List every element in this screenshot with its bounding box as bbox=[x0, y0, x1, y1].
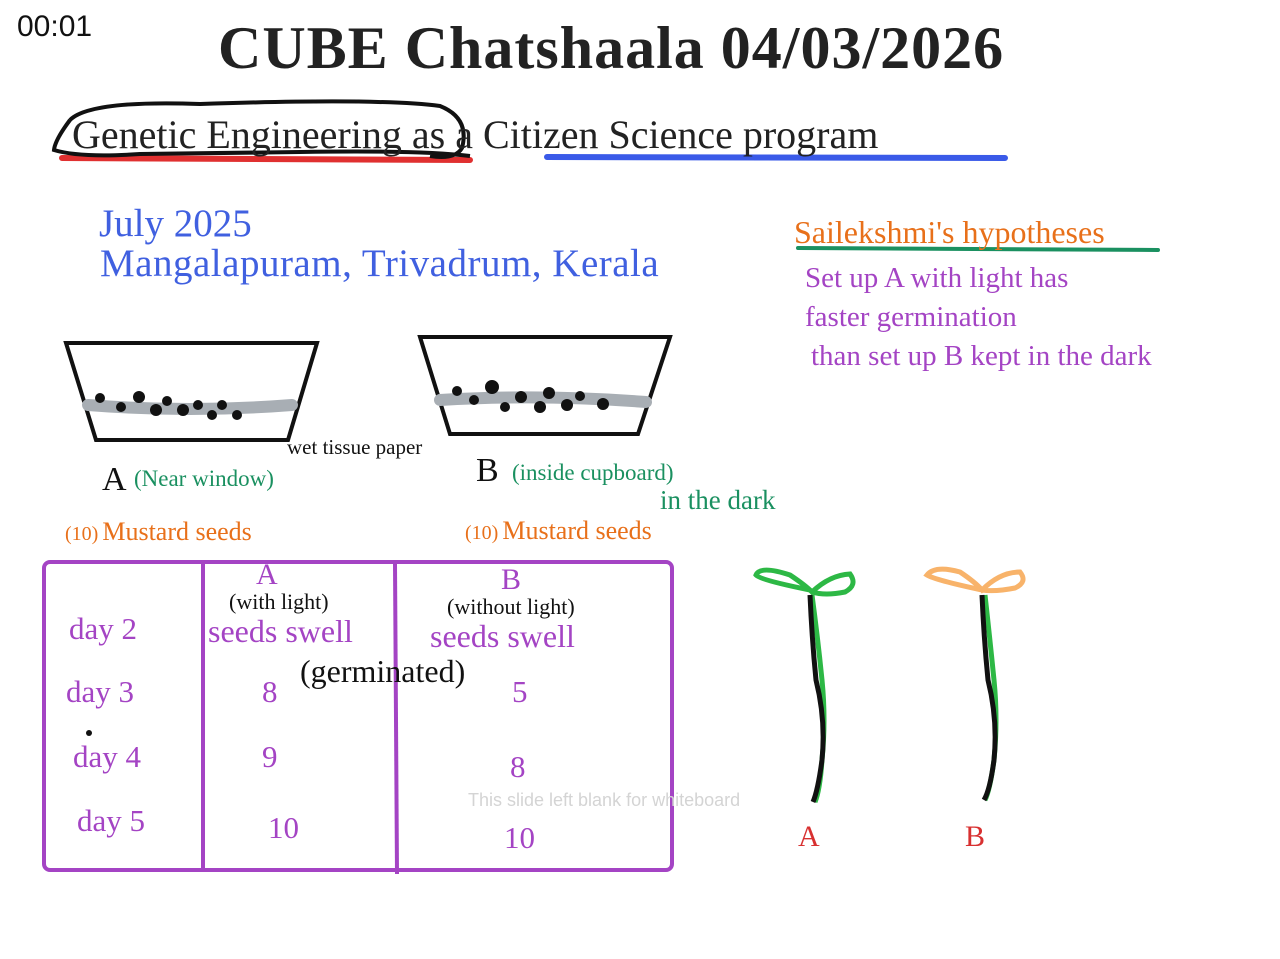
seeds-b-label: (10) Mustard seeds bbox=[465, 518, 652, 544]
green-underline bbox=[796, 246, 1160, 252]
col-b-letter: B bbox=[501, 563, 522, 596]
cell-a: 9 bbox=[262, 739, 278, 774]
ink-circle bbox=[51, 99, 471, 159]
row-day: day 2 bbox=[69, 611, 138, 646]
setup-b-note: (inside cupboard) bbox=[512, 460, 674, 485]
page-title: CUBE Chatshaala 04/03/2026 bbox=[218, 15, 1005, 81]
setup-b-note2: in the dark bbox=[660, 485, 776, 515]
col-b-sub: (without light) bbox=[447, 594, 575, 619]
subtitle-citizen-science: Citizen Science program bbox=[482, 112, 879, 157]
row-day: day 3 bbox=[66, 674, 135, 709]
subtitle-as-a: as a bbox=[411, 112, 473, 157]
subtitle: Genetic Engineering as a Citizen Science… bbox=[72, 115, 878, 155]
date-label: July 2025 bbox=[99, 202, 252, 245]
cell-b: 10 bbox=[504, 820, 535, 855]
col-a-letter: A bbox=[256, 558, 278, 591]
seeds-b-count: (10) bbox=[465, 522, 499, 544]
seeds-a-label: (10) Mustard seeds bbox=[65, 519, 252, 545]
seeds-a-name: Mustard seeds bbox=[102, 517, 252, 546]
location-label: Mangalapuram, Trivadrum, Kerala bbox=[100, 242, 660, 285]
seedling-a-label: A bbox=[798, 820, 820, 853]
ink-dot bbox=[86, 730, 92, 736]
cell-b: seeds swell bbox=[430, 618, 575, 654]
tissue-label: wet tissue paper bbox=[287, 435, 423, 459]
results-table-frame bbox=[42, 560, 674, 875]
cell-a: 10 bbox=[268, 810, 299, 845]
setup-a-letter: A bbox=[102, 461, 127, 498]
whiteboard-watermark: This slide left blank for whiteboard bbox=[468, 790, 741, 810]
cell-a: seeds swell bbox=[208, 613, 353, 649]
hypothesis-line: faster germination bbox=[805, 301, 1017, 333]
seeds-b-name: Mustard seeds bbox=[502, 516, 652, 545]
blue-underline bbox=[544, 154, 1008, 161]
hypothesis-line: than set up B kept in the dark bbox=[811, 340, 1152, 372]
row-day: day 5 bbox=[77, 803, 146, 838]
setup-a-note: (Near window) bbox=[134, 466, 274, 491]
germinated-note: (germinated) bbox=[300, 653, 466, 689]
hypothesis-line: Set up A with light has bbox=[805, 262, 1069, 294]
cell-a: 8 bbox=[262, 674, 278, 709]
subtitle-genetic-engineering: Genetic Engineering bbox=[72, 112, 402, 157]
seedling-b-label: B bbox=[965, 820, 986, 853]
red-underline bbox=[59, 155, 473, 163]
seeds-a-count: (10) bbox=[65, 523, 99, 545]
row-day: day 4 bbox=[73, 739, 142, 774]
col-a-sub: (with light) bbox=[229, 589, 329, 614]
seedling-a-drawing bbox=[753, 567, 856, 803]
cell-b: 8 bbox=[510, 749, 526, 784]
seedling-b-drawing bbox=[923, 566, 1026, 802]
bowl-a bbox=[63, 341, 320, 442]
cell-b: 5 bbox=[512, 674, 528, 709]
bowl-b bbox=[417, 335, 673, 436]
hypotheses-heading: Sailekshmi's hypotheses bbox=[794, 214, 1105, 250]
setup-b-letter: B bbox=[476, 452, 499, 489]
timer: 00:01 bbox=[17, 10, 93, 43]
